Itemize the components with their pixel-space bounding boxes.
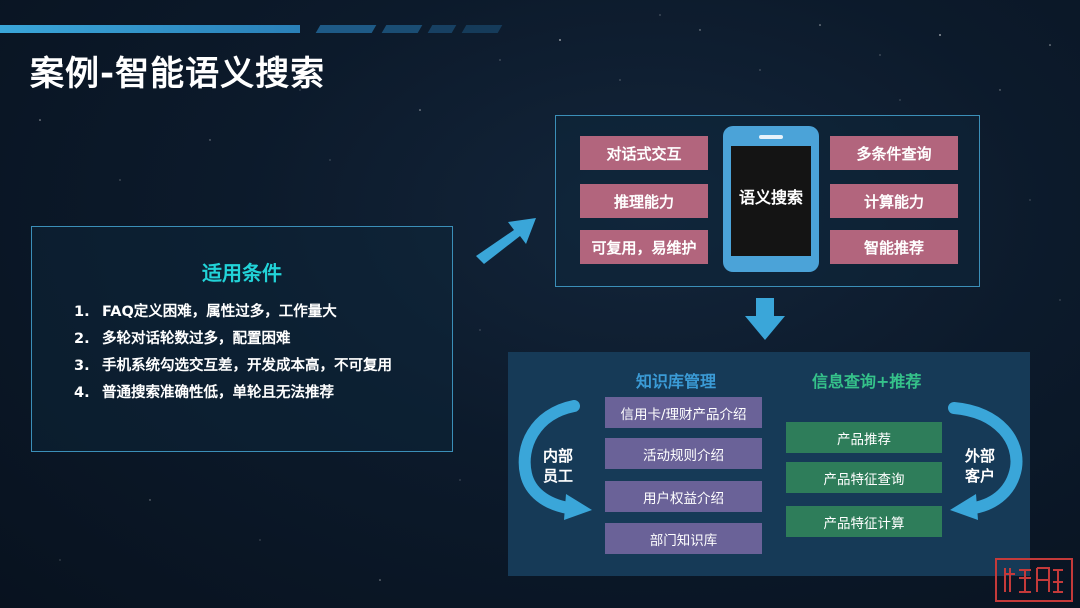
info-title: 信息查询+推荐: [812, 372, 922, 391]
conditions-list: 1.FAQ定义困难，属性过多，工作量大 2.多轮对话轮数过多，配置困难 3.手机…: [74, 301, 392, 409]
conditions-panel: 适用条件 1.FAQ定义困难，属性过多，工作量大 2.多轮对话轮数过多，配置困难…: [31, 226, 453, 452]
feature-pill-reasoning: 推理能力: [580, 184, 708, 218]
feature-pill-computation: 计算能力: [830, 184, 958, 218]
kb-item: 活动规则介绍: [605, 438, 762, 469]
right-curved-arrow-icon: [948, 402, 1023, 520]
condition-item: 2.多轮对话轮数过多，配置困难: [74, 331, 291, 347]
kb-item: 信用卡/理财产品介绍: [605, 397, 762, 428]
info-item: 产品推荐: [786, 422, 942, 453]
condition-item: 4.普通搜索准确性低，单轮且无法推荐: [74, 385, 334, 401]
phone-screen: [731, 146, 811, 256]
watermark-logo-icon: [1004, 567, 1063, 593]
condition-item: 1.FAQ定义困难，属性过多，工作量大: [74, 304, 337, 320]
info-item: 产品特征查询: [786, 462, 942, 493]
feature-pill-dialog: 对话式交互: [580, 136, 708, 170]
slide-title: 案例-智能语义搜索: [30, 54, 326, 94]
condition-item: 3.手机系统勾选交互差，开发成本高，不可复用: [74, 358, 392, 374]
header-accent-segment: [315, 25, 377, 33]
kb-item: 部门知识库: [605, 523, 762, 554]
header-accent-segment: [381, 25, 423, 33]
external-customer-label: 外部 客户: [964, 447, 995, 485]
knowledge-title: 知识库管理: [636, 372, 717, 391]
conditions-title: 适用条件: [202, 261, 282, 285]
kb-item: 用户权益介绍: [605, 481, 762, 512]
semantic-search-label: 语义搜索: [738, 188, 803, 207]
header-accent-bar: [0, 25, 300, 33]
header-accent-segment: [427, 25, 457, 33]
feature-pill-recommend: 智能推荐: [830, 230, 958, 264]
knowledge-info-panel: [508, 352, 1030, 576]
left-curved-arrow-icon: [518, 400, 592, 520]
down-arrow-icon: [745, 298, 785, 340]
smartphone-icon: 语义搜索: [723, 126, 819, 272]
internal-staff-label: 内部 员工: [542, 447, 573, 485]
feature-pill-reusable: 可复用，易维护: [580, 230, 708, 264]
diagonal-arrow-icon: [476, 218, 536, 264]
watermark-stamp: [995, 558, 1073, 602]
info-item: 产品特征计算: [786, 506, 942, 537]
feature-pill-multi-condition: 多条件查询: [830, 136, 958, 170]
header-accent-segment: [461, 25, 503, 33]
phone-speaker: [759, 135, 783, 139]
